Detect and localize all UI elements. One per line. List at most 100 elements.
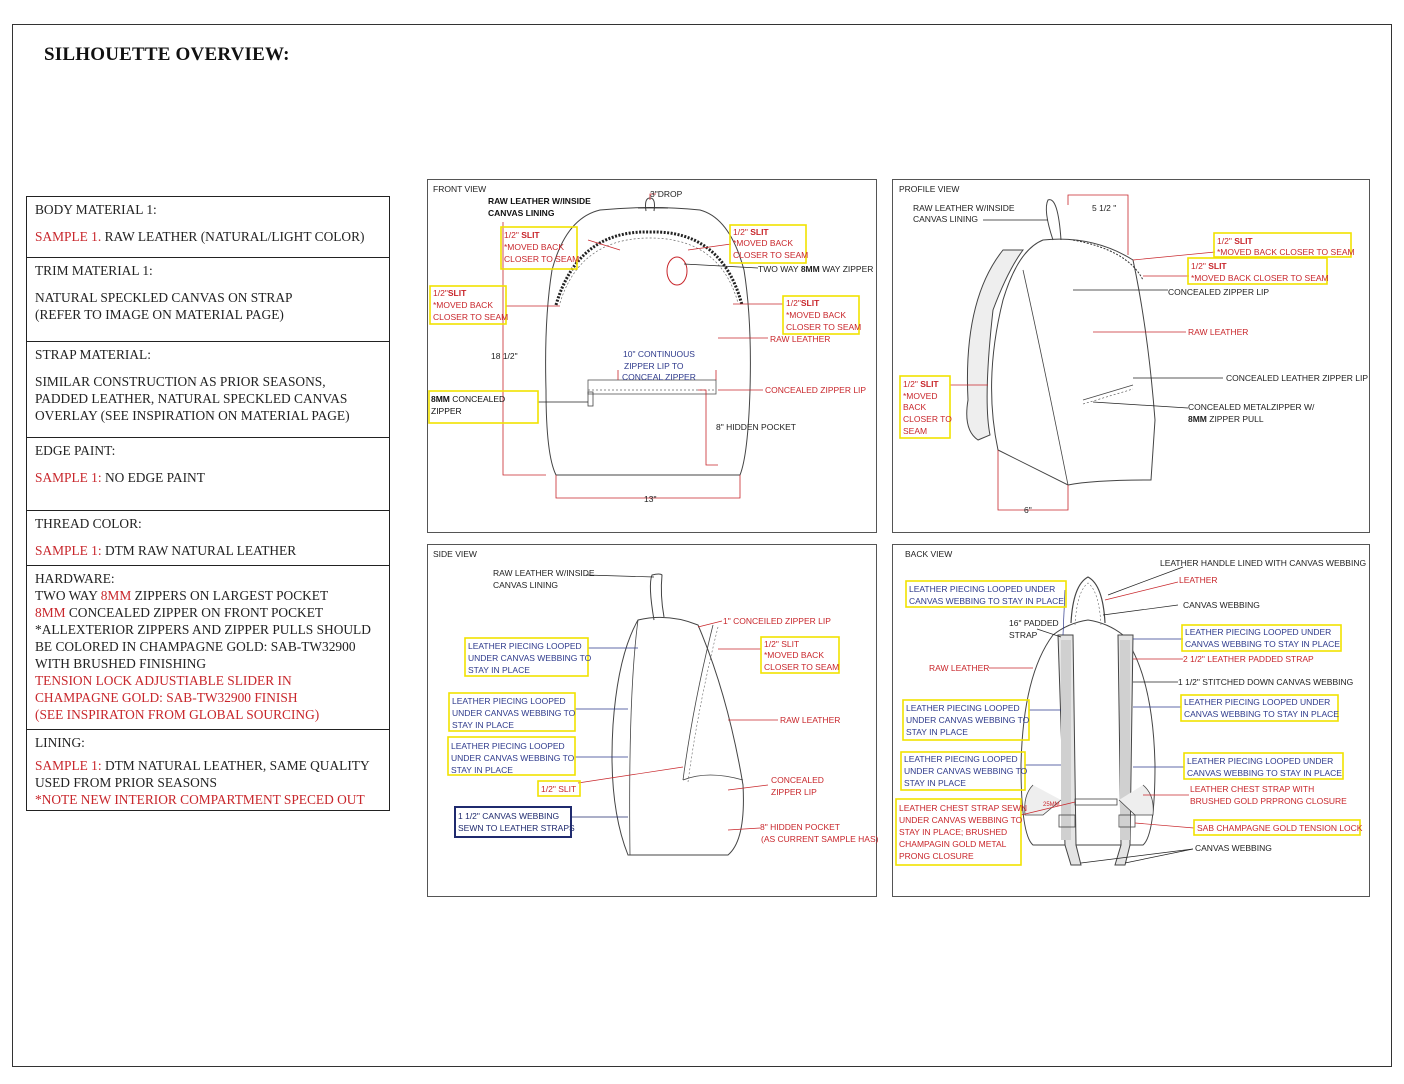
drop-label: 3"DROP (650, 189, 683, 199)
page-title: SILHOUETTE OVERVIEW: (44, 44, 290, 65)
side-view-drawing: SIDE VIEW RAW LEATHER W/INSIDE CANVAS LI… (433, 549, 879, 856)
hardware-text: CONCEALED ZIPPER ON FRONT POCKET (65, 605, 324, 620)
hardware-text: *ALLEXTERIOR ZIPPERS AND ZIPPER PULLS SH… (35, 622, 371, 637)
section-value: NO EDGE PAINT (101, 470, 205, 485)
canvas-label: CANVAS WEBBING (1183, 600, 1260, 610)
callout-box (447, 736, 576, 776)
lip-label: ZIPPER LIP TO (624, 361, 684, 371)
leader (727, 827, 761, 831)
bag-outline (545, 207, 751, 476)
piecing-label: LEATHER PIECING LOOPED UNDER (909, 584, 1055, 594)
sample-label: SAMPLE 1. (35, 229, 102, 244)
panel-label: PROFILE VIEW (899, 184, 959, 194)
hardware-highlight: 8MM (35, 605, 66, 620)
callout-box (899, 375, 951, 439)
piecing-label: LEATHER PIECING LOOPED (906, 703, 1020, 713)
callout-box (895, 798, 1022, 866)
main-zipper (554, 230, 744, 306)
panel-label: BACK VIEW (905, 549, 952, 559)
spec-table: BODY MATERIAL 1: SAMPLE 1. RAW LEATHER (… (26, 196, 390, 811)
leader (1104, 581, 1179, 601)
leader (577, 766, 684, 784)
drop-dim (649, 193, 656, 200)
chest-strap (1074, 798, 1118, 806)
piecing-label: CANVAS WEBBING TO STAY IN PLACE (1187, 768, 1342, 778)
piecing-label: STAY IN PLACE (468, 665, 530, 675)
piecing-label: CANVAS WEBBING TO STAY IN PLACE (1185, 639, 1340, 649)
raw-leather-label: RAW LEATHER W/INSIDE (913, 203, 1015, 213)
depth-label: 6" (1024, 505, 1032, 515)
concealed-lip-label: CONCEALED ZIPPER LIP (765, 385, 866, 395)
piecing-label: LEATHER PIECING LOOPED UNDER (1185, 627, 1331, 637)
slit-callout: *MOVED BACK (764, 650, 824, 660)
hardware-highlight: 8MM (100, 588, 132, 603)
zipper-lip-label: CONCEALED ZIPPER LIP (1168, 287, 1269, 297)
piecing-label: CANVAS WEBBING TO STAY IN PLACE (909, 596, 1064, 606)
hardware-text: BE COLORED IN CHAMPAGNE GOLD: SAB-TW3290… (35, 639, 356, 654)
callout-box (900, 751, 1026, 791)
section-value: OVERLAY (SEE INSPIRATION ON MATERIAL PAG… (35, 408, 350, 423)
left-webbing (1061, 640, 1071, 840)
sample-label: SAMPLE 1: (35, 543, 102, 558)
chest-strap-label: UNDER CANVAS WEBBING TO (899, 815, 1023, 825)
zipper-lip-label: 1" CONCEILED ZIPPER LIP (723, 616, 831, 626)
slit-callout: *MOVED BACK CLOSER TO SEAM (1217, 247, 1355, 257)
concealed-zipper-label: 8MM CONCEALED (431, 394, 505, 404)
chest-strap-label: PRONG CLOSURE (899, 851, 974, 861)
leader (1107, 566, 1184, 596)
right-strap-tail (1118, 784, 1154, 816)
callout-box (905, 580, 1067, 608)
canvas-label: CANVAS WEBBING (1195, 843, 1272, 853)
section-heading: THREAD COLOR: (35, 516, 142, 531)
zipper-line (1072, 239, 1144, 281)
section-heading: STRAP MATERIAL: (35, 347, 151, 362)
trim-material-section: TRIM MATERIAL 1: NATURAL SPECKLED CANVAS… (27, 258, 389, 342)
handle-outline (649, 573, 665, 621)
pocket-stitch (1082, 388, 1134, 405)
slit-callout: *MOVED (903, 391, 937, 401)
leader (1124, 848, 1194, 864)
tension-lock (1058, 814, 1076, 828)
chest-strap-label: LEATHER CHEST STRAP SEWN (899, 803, 1027, 813)
slit-callout: 1/2" SLIT (1217, 236, 1253, 246)
leader (727, 784, 769, 791)
pocket-dim (698, 389, 718, 466)
slit-callout: *MOVED BACK (786, 310, 846, 320)
slit-callout: 1/2" SLIT (541, 784, 576, 794)
chest-strap-label: CHAMPAGIN GOLD METAL (899, 839, 1007, 849)
front-pocket-zipper (587, 379, 717, 395)
leader (587, 239, 621, 251)
slit-callout: *MOVED BACK (504, 242, 564, 252)
thread-color-section: THREAD COLOR: SAMPLE 1: DTM RAW NATURAL … (27, 511, 389, 566)
piecing-label: UNDER CANVAS WEBBING TO (451, 753, 575, 763)
slit-callout: BACK (903, 402, 926, 412)
handle-outline (1070, 576, 1106, 624)
callout-box (1187, 257, 1328, 285)
padded-strap-label: 2 1/2" LEATHER PADDED STRAP (1183, 654, 1314, 664)
chest-strap-label: LEATHER CHEST STRAP WITH (1190, 784, 1314, 794)
zipper-label: TWO WAY 8MM WAY ZIPPER (758, 264, 873, 274)
slit-callout: SEAM (903, 426, 927, 436)
concealed-lip-label: ZIPPER LIP (771, 787, 817, 797)
piecing-label: UNDER CANVAS WEBBING TO (452, 708, 576, 718)
slit-callout: 1/2" SLIT (504, 230, 540, 240)
leader (1134, 822, 1195, 829)
raw-leather-label: CANVAS LINING (488, 208, 555, 218)
side-seam (1022, 269, 1069, 486)
slit-callout: 1/2"SLIT (433, 288, 467, 298)
section-value: DTM RAW NATURAL LEATHER (101, 543, 297, 558)
callout-box (464, 637, 589, 677)
lining-section: LINING: SAMPLE 1: DTM NATURAL LEATHER, S… (27, 730, 389, 810)
section-value: DTM NATURAL LEATHER, SAME QUALITY (101, 758, 370, 773)
side-view-panel: SIDE VIEW RAW LEATHER W/INSIDE CANVAS LI… (427, 544, 879, 897)
leader (1062, 589, 1066, 636)
concealed-zipper-label: ZIPPER (431, 406, 462, 416)
piecing-label: STAY IN PLACE (904, 778, 966, 788)
pocket-seam (682, 774, 744, 781)
hardware-highlight: TENSION LOCK ADJUSTIABLE SLIDER IN (35, 673, 292, 688)
piecing-label: STAY IN PLACE (452, 720, 514, 730)
page-frame (12, 24, 1392, 1067)
profile-view-panel: PROFILE VIEW RAW LEATHER W/INSIDE CANVAS… (892, 179, 1370, 533)
hardware-text: TWO WAY (35, 588, 101, 603)
panel-label: SIDE VIEW (433, 549, 477, 559)
